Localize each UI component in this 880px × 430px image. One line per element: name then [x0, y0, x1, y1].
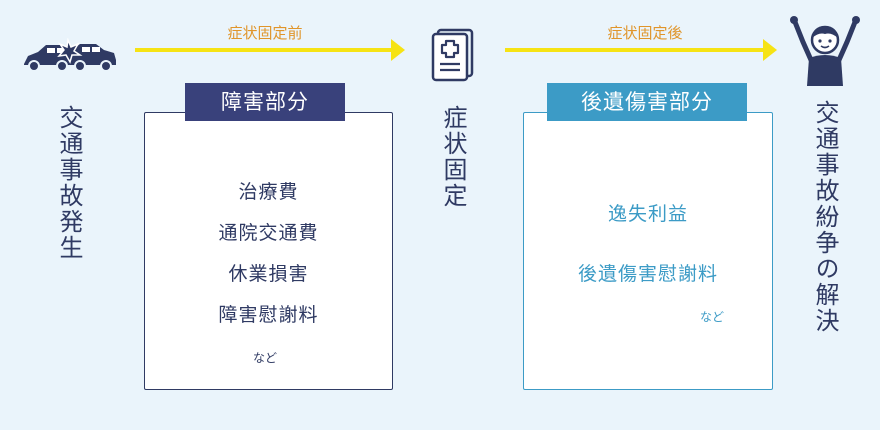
injury-box: 治療費 通院交通費 休業損害 障害慰謝料 など	[144, 112, 393, 390]
arrow-before	[135, 39, 405, 61]
injury-note: など	[253, 351, 278, 365]
stage-fixed: 症状固定	[439, 105, 467, 209]
aftereffect-box: 逸失利益 後遺傷害慰謝料 など	[523, 112, 773, 390]
aftereffect-item: 後遺傷害慰謝料	[577, 263, 718, 285]
aftereffect-item: 逸失利益	[607, 203, 688, 225]
car-crash-icon	[24, 38, 116, 72]
injury-item: 治療費	[238, 181, 299, 203]
arrow-label-after: 症状固定後	[607, 24, 683, 42]
injury-item: 休業損害	[228, 263, 309, 285]
aftereffect-box-title: 後遺傷害部分	[547, 83, 747, 121]
stage-resolution: 交通事故紛争の解決	[811, 100, 839, 334]
injury-item: 障害慰謝料	[218, 304, 319, 326]
injury-item: 通院交通費	[218, 222, 319, 244]
arrow-after	[505, 39, 777, 61]
aftereffect-note: など	[700, 310, 725, 324]
injury-box-title: 障害部分	[185, 83, 345, 121]
arrow-label-before: 症状固定前	[227, 24, 303, 42]
stage-accident: 交通事故発生	[55, 105, 83, 261]
medical-document-icon	[431, 28, 474, 82]
cheering-person-icon	[790, 16, 860, 86]
